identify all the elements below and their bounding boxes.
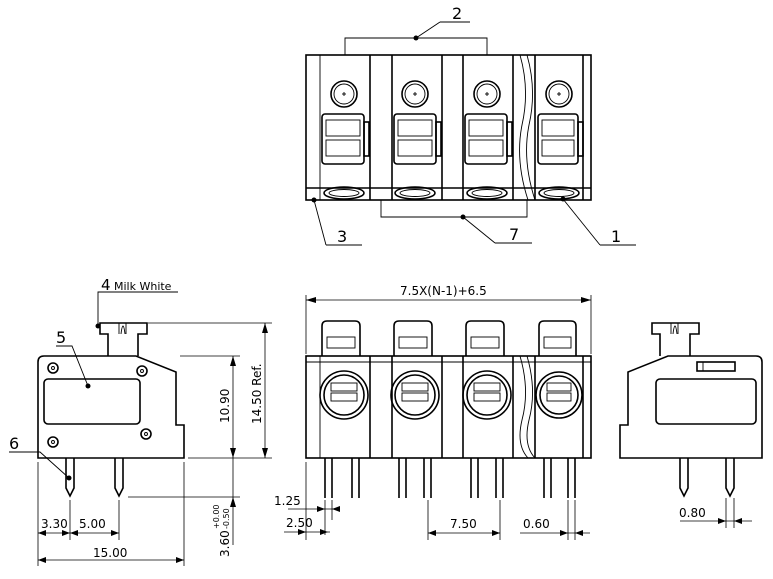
right-side-view: 0.80 [619, 322, 763, 528]
callout-2: 2 [452, 4, 462, 23]
top-module-1 [321, 80, 370, 200]
dim-pin-length: 3.60 [218, 530, 232, 557]
top-module-3 [464, 80, 513, 200]
front-view: 7.5X(N-1)+6.5 [274, 284, 592, 540]
callout-5: 5 [56, 328, 66, 347]
callout-7: 7 [509, 225, 519, 244]
dim-pin-tol-plus: +0.00 [212, 504, 221, 529]
dim-pin-thick-right: 0.80 [679, 506, 706, 520]
dim-pin-tol-minus: -0.50 [222, 508, 231, 529]
callout-6: 6 [9, 434, 19, 453]
dim-pitch: 7.50 [450, 517, 477, 531]
front-module-3 [462, 320, 512, 498]
dim-overall-width: 7.5X(N-1)+6.5 [400, 284, 487, 298]
dim-height-total: 14.50 Ref. [250, 363, 264, 424]
callout-3: 3 [337, 227, 347, 246]
dim-pin-width: 1.25 [274, 494, 301, 508]
front-module-2 [390, 320, 440, 498]
top-module-2 [393, 80, 442, 200]
dim-pin-pitch-side: 5.00 [79, 517, 106, 531]
front-module-1 [319, 320, 369, 498]
callout-1: 1 [611, 227, 621, 246]
top-module-4 [537, 80, 584, 200]
front-module-4 [535, 320, 583, 498]
callout-4-note: Milk White [114, 280, 172, 293]
dim-first-pin: 2.50 [286, 516, 313, 530]
dim-pin-offset: 3.30 [41, 517, 68, 531]
callout-4: 4 [101, 276, 111, 294]
dim-side-width: 15.00 [93, 546, 127, 560]
left-side-view: 4 Milk White 5 6 14.50 Ref. 10.90 3.60 +… [9, 276, 272, 566]
dim-pin-thick: 0.60 [523, 517, 550, 531]
dim-height-body: 10.90 [218, 389, 232, 423]
top-view: 2 3 7 1 [305, 4, 636, 246]
